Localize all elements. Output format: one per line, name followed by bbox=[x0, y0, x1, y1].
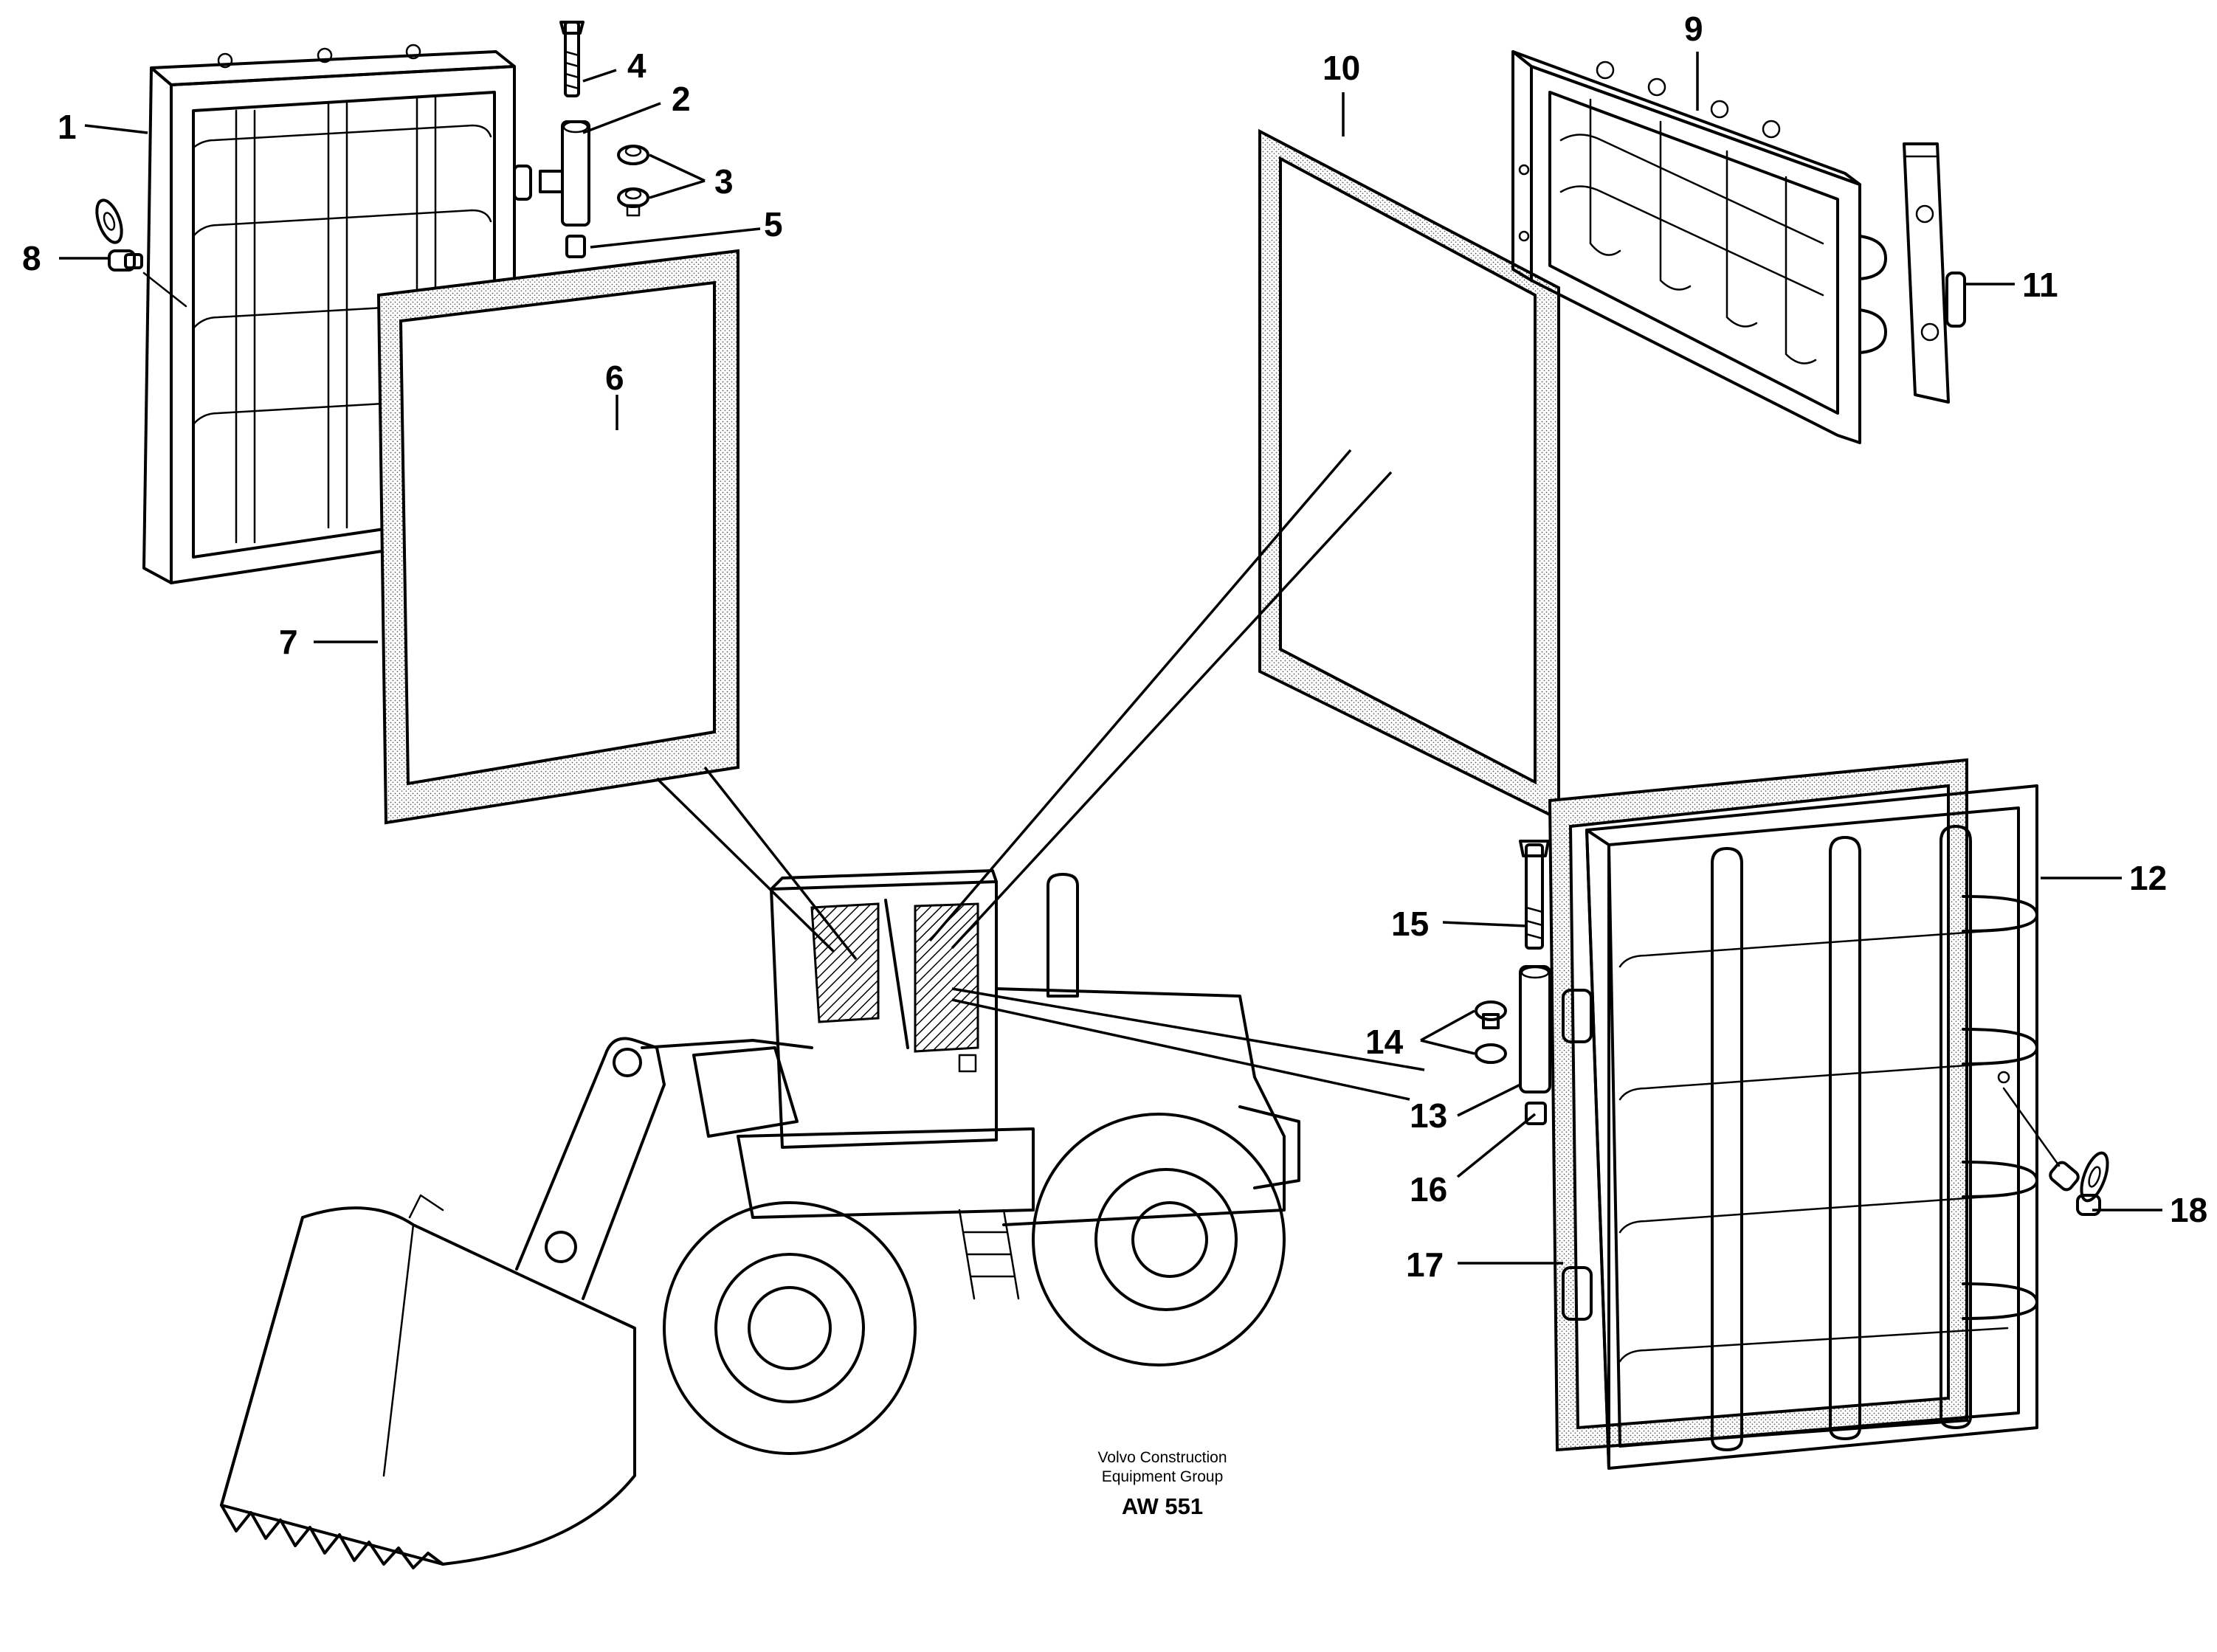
latch-pin-right bbox=[2002, 1087, 2109, 1216]
side-window-guard bbox=[1562, 784, 2038, 1470]
hinge-hardware-right bbox=[1475, 840, 1551, 1125]
callout-5: 5 bbox=[764, 205, 783, 243]
callout-16: 16 bbox=[1410, 1170, 1447, 1209]
window-seal-right bbox=[1548, 758, 1968, 1452]
callout-10: 10 bbox=[1323, 49, 1360, 87]
callout-9: 9 bbox=[1684, 10, 1703, 48]
credit-line-2: Equipment Group bbox=[1102, 1468, 1224, 1485]
callout-12: 12 bbox=[2129, 859, 2167, 897]
callout-17: 17 bbox=[1406, 1245, 1444, 1284]
callout-4: 4 bbox=[627, 46, 647, 85]
window-seal-left bbox=[376, 249, 739, 825]
credit-block: Volvo Construction Equipment Group AW 55… bbox=[1097, 1449, 1227, 1519]
window-seal-rear bbox=[1258, 128, 1560, 822]
callout-18: 18 bbox=[2170, 1191, 2207, 1229]
callout-labels: 1 2 3 4 5 6 7 8 9 10 11 12 13 14 15 16 1… bbox=[22, 10, 2207, 1284]
callout-2: 2 bbox=[672, 80, 691, 118]
callout-14: 14 bbox=[1365, 1023, 1404, 1061]
callout-13: 13 bbox=[1410, 1096, 1447, 1135]
callout-8: 8 bbox=[22, 239, 41, 277]
callout-1: 1 bbox=[58, 108, 77, 146]
callout-7: 7 bbox=[279, 623, 298, 661]
rear-window-guard bbox=[1511, 50, 1887, 444]
callout-15: 15 bbox=[1391, 905, 1429, 943]
pointer-lines bbox=[655, 449, 1425, 1101]
hinge-hardware bbox=[539, 21, 649, 258]
drawing-code: AW 551 bbox=[1122, 1493, 1203, 1519]
callout-leaders bbox=[59, 52, 2162, 1265]
credit-line-1: Volvo Construction bbox=[1097, 1449, 1227, 1466]
callout-3: 3 bbox=[714, 162, 734, 201]
callout-11: 11 bbox=[2022, 266, 2058, 304]
callout-6: 6 bbox=[605, 359, 624, 397]
retaining-strip bbox=[1903, 142, 1966, 404]
latch-pin-left bbox=[95, 198, 187, 308]
wheel-loader-illustration bbox=[220, 869, 1300, 1569]
